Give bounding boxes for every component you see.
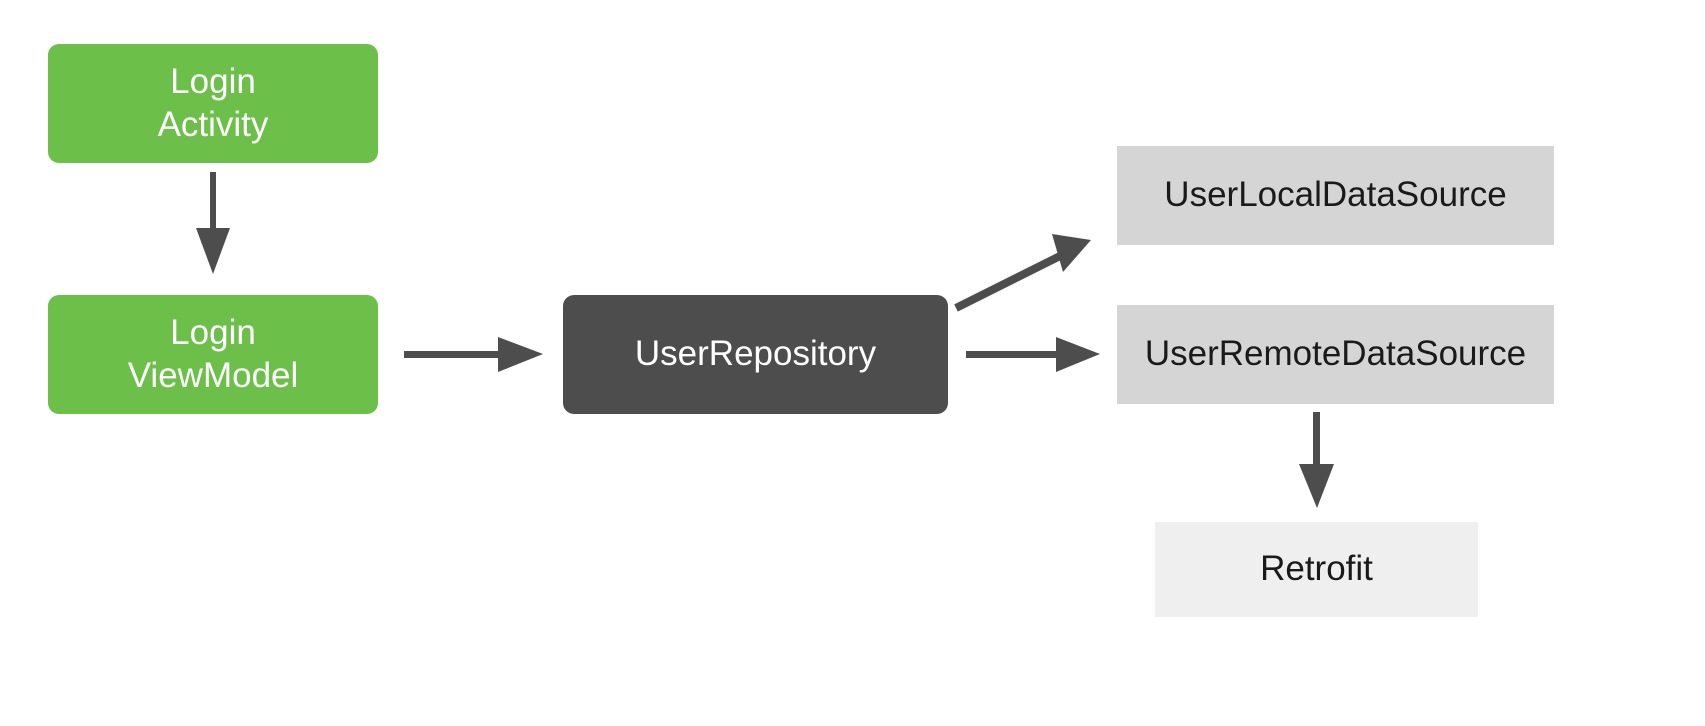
arrow-remote-to-retrofit xyxy=(1299,412,1334,508)
node-retrofit-label: Retrofit xyxy=(1260,549,1373,589)
arrow-repository-to-remote xyxy=(966,337,1100,372)
node-user-remote-data-source-label: UserRemoteDataSource xyxy=(1144,334,1527,374)
arrow-activity-to-viewmodel xyxy=(196,172,230,274)
node-user-repository-label: UserRepository xyxy=(634,334,877,374)
node-user-local-data-source[interactable]: UserLocalDataSource xyxy=(1117,146,1554,245)
node-user-repository[interactable]: UserRepository xyxy=(563,295,948,414)
arrow-viewmodel-to-repository xyxy=(404,337,543,372)
node-login-activity[interactable]: Login Activity xyxy=(48,44,378,163)
node-login-viewmodel-label: Login ViewModel xyxy=(127,312,299,395)
node-retrofit[interactable]: Retrofit xyxy=(1155,522,1478,617)
arrow-repository-to-local xyxy=(954,234,1091,312)
node-login-activity-label: Login Activity xyxy=(157,61,269,144)
node-user-remote-data-source[interactable]: UserRemoteDataSource xyxy=(1117,305,1554,404)
node-login-viewmodel[interactable]: Login ViewModel xyxy=(48,295,378,414)
node-user-local-data-source-label: UserLocalDataSource xyxy=(1164,175,1507,215)
